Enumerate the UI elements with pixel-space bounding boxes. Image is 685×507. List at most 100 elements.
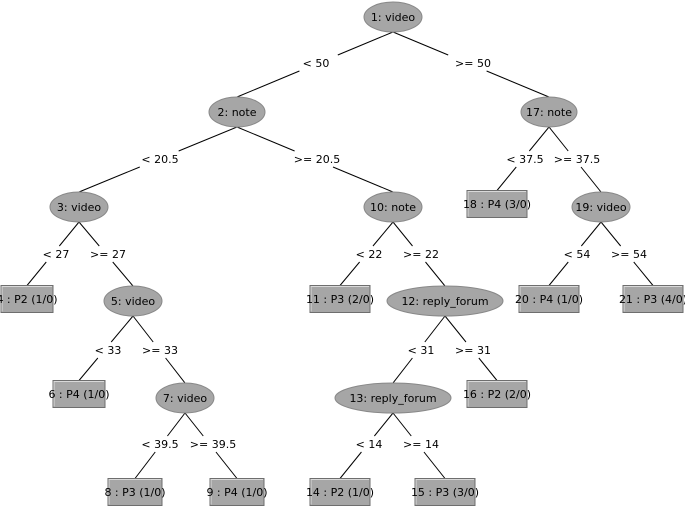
edge-n3-n5-upper	[78, 221, 100, 247]
node-label: 21 : P3 (4/0)	[619, 293, 685, 306]
edge-label-n17-n19: >= 37.5	[554, 153, 600, 166]
node-label: 6 : P4 (1/0)	[48, 388, 109, 401]
leaf-bevel	[519, 286, 578, 312]
edge-label-n17-n18: < 37.5	[506, 153, 543, 166]
edge-label-n10-n11: < 22	[356, 248, 383, 261]
node-ellipse	[208, 96, 266, 128]
edge-label-n7-n9: >= 39.5	[190, 438, 236, 451]
edge-label-n19-n21: >= 54	[611, 248, 647, 261]
leaf-box	[466, 190, 528, 218]
edge-n10-n12-upper	[392, 221, 413, 247]
edge-label-n1-n17: >= 50	[455, 57, 491, 70]
split-node-3-video: 3: video	[49, 191, 109, 223]
leaf-bevel	[623, 286, 682, 312]
edge-n5-n6-upper	[110, 315, 134, 343]
edge-n17-n18-lower	[496, 166, 517, 191]
edge-n7-n9-lower	[215, 451, 238, 479]
edge-label-n5-n6: < 33	[95, 344, 122, 357]
edges	[26, 31, 654, 479]
edge-n2-n3-upper	[178, 126, 238, 152]
edge-n17-n18-upper	[528, 126, 550, 152]
leaf-node-20-p4-1-0: 20 : P4 (1/0)	[515, 285, 583, 313]
edge-n5-n7-lower	[165, 357, 186, 384]
leaf-box	[209, 478, 265, 506]
edge-n19-n20-lower	[548, 261, 569, 286]
edge-label-n10-n12: >= 22	[403, 248, 439, 261]
leaf-bevel	[467, 381, 526, 407]
edge-n3-n4-upper	[58, 221, 80, 247]
node-ellipse	[103, 285, 163, 317]
leaf-bevel	[210, 479, 263, 505]
node-label: 14 : P2 (1/0)	[306, 486, 374, 499]
leaf-node-15-p3-3-0: 15 : P3 (3/0)	[411, 478, 479, 506]
edge-label-n13-n15: >= 14	[403, 438, 439, 451]
node-label: 18 : P4 (3/0)	[463, 198, 531, 211]
edge-n10-n11-lower	[339, 261, 360, 286]
split-node-17-note: 17: note	[520, 96, 578, 128]
split-node-2-note: 2: note	[208, 96, 266, 128]
node-label: 10: note	[370, 201, 416, 214]
leaf-node-18-p4-3-0: 18 : P4 (3/0)	[463, 190, 531, 218]
split-node-10-note: 10: note	[363, 191, 423, 223]
edge-n19-n21-upper	[600, 221, 622, 247]
leaf-box	[52, 380, 106, 408]
node-label: 5: video	[111, 295, 156, 308]
node-label: 9 : P4 (1/0)	[206, 486, 267, 499]
leaf-box	[622, 285, 684, 313]
edge-n1-n2-lower	[236, 70, 300, 98]
split-node-7-video: 7: video	[155, 382, 215, 414]
edge-label-n3-n4: < 27	[43, 248, 70, 261]
edge-n1-n17-lower	[486, 70, 550, 98]
edge-n2-n10-upper	[236, 126, 295, 152]
edge-n17-n19-upper	[548, 126, 569, 152]
edge-n2-n10-lower	[332, 166, 394, 193]
node-label: 20 : P4 (1/0)	[515, 293, 583, 306]
edge-label-n2-n3: < 20.5	[141, 153, 178, 166]
edge-label-n1-n2: < 50	[303, 57, 330, 70]
edge-n17-n19-lower	[580, 166, 602, 193]
leaf-box	[107, 478, 163, 506]
leaf-node-9-p4-1-0: 9 : P4 (1/0)	[206, 478, 268, 506]
node-ellipse	[571, 191, 631, 223]
node-label: 7: video	[163, 392, 208, 405]
split-node-1-video: 1: video	[363, 1, 423, 33]
edge-n10-n12-lower	[425, 261, 446, 287]
edge-n12-n13-upper	[424, 315, 446, 343]
edge-label-n7-n8: < 39.5	[141, 438, 178, 451]
leaf-node-11-p3-2-0: 11 : P3 (2/0)	[306, 285, 374, 313]
leaf-node-8-p3-1-0: 8 : P3 (1/0)	[104, 478, 166, 506]
node-ellipse	[386, 285, 504, 317]
leaf-box	[309, 478, 371, 506]
node-label: 15 : P3 (3/0)	[411, 486, 479, 499]
leaf-bevel	[415, 479, 474, 505]
leaf-node-4-p2-1-0: 4 : P2 (1/0)	[0, 285, 58, 313]
split-node-12-reply-forum: 12: reply_forum	[386, 285, 504, 317]
edge-n1-n17-upper	[392, 31, 449, 56]
node-label: 3: video	[57, 201, 102, 214]
edge-n12-n13-lower	[392, 357, 413, 384]
edge-n7-n9-upper	[184, 412, 204, 437]
node-label: 16 : P2 (2/0)	[463, 388, 531, 401]
split-node-5-video: 5: video	[103, 285, 163, 317]
leaf-node-14-p2-1-0: 14 : P2 (1/0)	[306, 478, 374, 506]
leaf-bevel	[108, 479, 161, 505]
edge-n5-n6-lower	[78, 357, 99, 381]
leaf-node-6-p4-1-0: 6 : P4 (1/0)	[48, 380, 110, 408]
leaf-bevel	[310, 479, 369, 505]
edge-n7-n8-lower	[134, 451, 156, 479]
node-ellipse	[155, 382, 215, 414]
edge-label-n19-n20: < 54	[564, 248, 591, 261]
edge-label-n5-n7: >= 33	[142, 344, 178, 357]
node-label: 2: note	[218, 106, 257, 119]
edge-n13-n14-upper	[374, 412, 394, 437]
edge-n13-n15-upper	[392, 412, 412, 437]
node-label: 13: reply_forum	[349, 392, 436, 405]
edge-n3-n4-lower	[26, 261, 47, 286]
node-ellipse	[363, 1, 423, 33]
leaf-box	[518, 285, 580, 313]
edge-n19-n21-lower	[633, 261, 654, 286]
edge-n19-n20-upper	[580, 221, 602, 247]
split-node-13-reply-forum: 13: reply_forum	[334, 382, 452, 414]
node-label: 11 : P3 (2/0)	[306, 293, 374, 306]
